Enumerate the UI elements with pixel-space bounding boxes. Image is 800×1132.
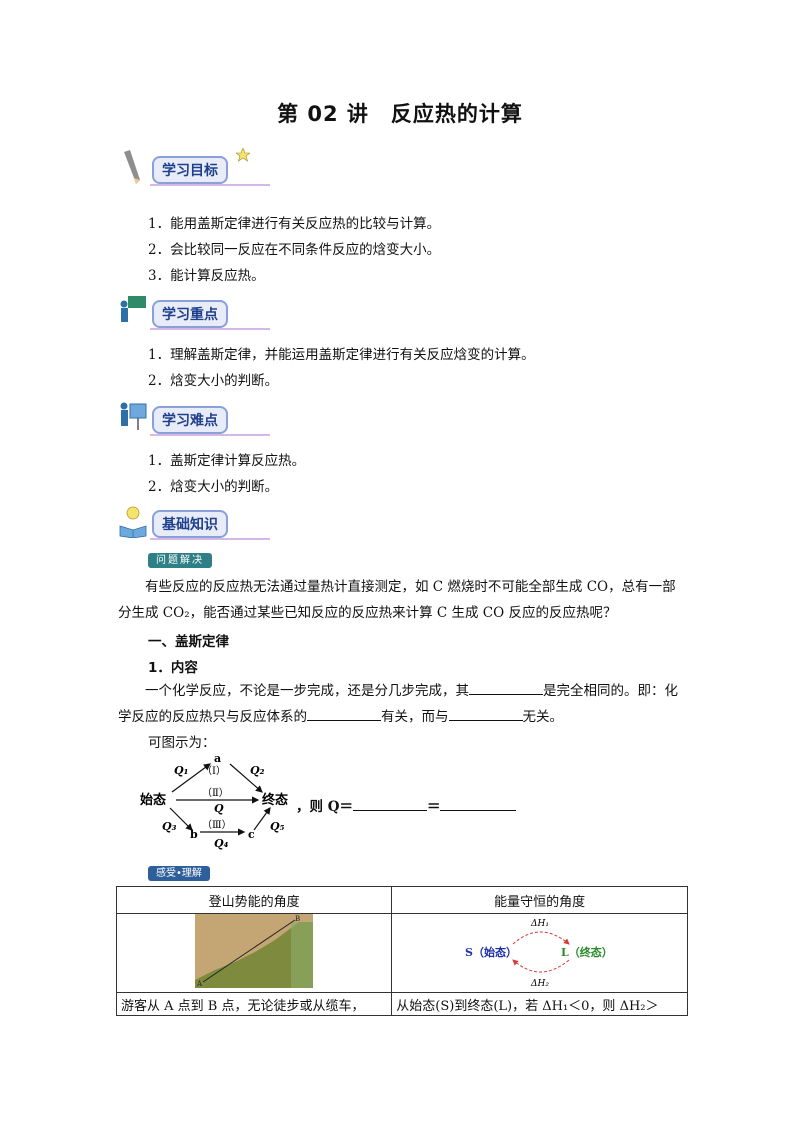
state-l-label: L（终态）: [561, 945, 613, 959]
label-q2: Q₂: [250, 764, 265, 777]
path-label-1: （Ⅰ）: [202, 765, 226, 777]
table-header-cell: 能量守恒的角度: [391, 886, 688, 914]
path-label-3: （Ⅲ）: [202, 819, 232, 831]
banner-label: 学习目标: [152, 156, 228, 184]
point-b-label: B: [295, 915, 300, 923]
arrow-start-to-b: [169, 807, 193, 831]
mountain-illustration: A B: [195, 914, 314, 988]
pencil-icon: [124, 150, 140, 184]
diagram-intro: 可图示为：: [148, 735, 216, 751]
key-point-item: 1．理解盖斯定律，并能运用盖斯定律进行有关反应焓变的计算。: [148, 347, 535, 363]
content-paragraph: 一个化学反应，不论是一步完成，还是分几步完成，其是完全相同的。即：化学反应的反应…: [118, 678, 683, 730]
label-q4: Q₄: [214, 837, 229, 850]
mountain-image-cell: A B: [115, 913, 393, 993]
objective-item: 3．能计算反应热。: [148, 268, 265, 284]
intro-paragraph: 有些反应的反应热无法通过量热计直接测定，如 C 燃烧时不可能全部生成 CO，总有…: [118, 579, 676, 621]
banner-underline: [150, 328, 270, 330]
banner-label: 学习难点: [152, 406, 228, 434]
node-c: c: [248, 828, 255, 841]
key-point-item: 2．焓变大小的判断。: [148, 373, 279, 389]
node-start: 始态: [140, 792, 166, 808]
banner-basics: 基础知识: [118, 502, 270, 542]
banner-label: 基础知识: [152, 510, 228, 538]
point-a-label: A: [196, 980, 203, 988]
teacher-board-icon: [120, 296, 146, 322]
path-label-2: （Ⅱ）: [202, 787, 229, 799]
tag-understand: 感受•理解: [148, 866, 210, 881]
comparison-table: 登山势能的角度 能量守恒的角度 A B S（始: [115, 886, 688, 1016]
arrow-a-to-end: [229, 763, 263, 793]
banner-objectives: 学习目标: [118, 148, 270, 188]
arc-dh1: [512, 931, 570, 945]
book-lightbulb-icon: [119, 506, 147, 538]
lecture-number: 第 02 讲: [277, 102, 369, 126]
hess-diagram: 始态 终态 a b c （Ⅰ） （Ⅱ） （Ⅲ） Q Q₁ Q₂ Q₃ Q₄ Q₅: [140, 752, 288, 850]
table-header-cell: 登山势能的角度: [115, 886, 393, 914]
content-text: 有关，而与: [381, 709, 449, 725]
arc-dh2: [511, 959, 569, 973]
difficulty-item: 1．盖斯定律计算反应热。: [148, 453, 306, 469]
state-s-label: S（始态）: [465, 945, 517, 959]
table-cell: 从始态(S)到终态(L)，若 ΔH₁＜0，则 ΔH₂＞: [391, 992, 688, 1016]
node-a: a: [214, 752, 221, 765]
node-b: b: [190, 828, 198, 841]
presenter-icon: [120, 402, 147, 430]
energy-cycle-cell: S（始态） L（终态） ΔH₁ ΔH₂: [391, 913, 688, 993]
hess-equation: ，则 Q＝ ＝: [296, 795, 517, 815]
label-q1: Q₁: [174, 764, 188, 777]
table-cell: 游客从 A 点到 B 点，无论徒步或从缆车，: [115, 992, 393, 1016]
content-text: 无关。: [522, 709, 564, 725]
section-heading: 一、盖斯定律: [148, 634, 229, 650]
objective-item: 1．能用盖斯定律进行有关反应热的比较与计算。: [148, 216, 441, 232]
arrow-start-to-a: [171, 763, 211, 793]
subsection-heading: 1．内容: [148, 660, 198, 676]
fill-blank[interactable]: [352, 796, 427, 811]
label-q: Q: [214, 802, 224, 815]
label-q3: Q₃: [162, 820, 177, 833]
fill-blank[interactable]: [448, 706, 523, 721]
label-q5: Q₅: [270, 820, 285, 833]
equation-text: ，则 Q＝: [296, 799, 353, 815]
objective-item: 2．会比较同一反应在不同条件反应的焓变大小。: [148, 242, 441, 258]
fill-blank[interactable]: [440, 796, 517, 811]
banner-underline: [150, 184, 270, 186]
dh2-label: ΔH₂: [530, 979, 549, 988]
banner-underline: [150, 538, 270, 540]
fill-blank[interactable]: [469, 680, 543, 695]
node-end: 终态: [262, 792, 288, 808]
tag-problem-solving: 问题解决: [148, 553, 212, 568]
content-text: 是完全相同的。即：化学反应的反应热只与反应体系的: [118, 683, 678, 725]
banner-key-points: 学习重点: [118, 292, 270, 332]
star-icon: [236, 148, 250, 162]
arrow-c-to-end: [253, 807, 271, 831]
difficulty-item: 2．焓变大小的判断。: [148, 479, 279, 495]
banner-difficulties: 学习难点: [118, 398, 270, 438]
equation-text: ＝: [426, 799, 441, 815]
page-title: 第 02 讲反应热的计算: [0, 98, 800, 128]
dh1-label: ΔH₁: [530, 919, 549, 929]
banner-underline: [150, 434, 270, 436]
lecture-topic: 反应热的计算: [390, 102, 523, 126]
fill-blank[interactable]: [307, 706, 381, 721]
content-text: 一个化学反应，不论是一步完成，还是分几步完成，其: [145, 683, 469, 699]
energy-cycle-diagram: S（始态） L（终态） ΔH₁ ΔH₂: [465, 919, 613, 989]
banner-label: 学习重点: [152, 300, 228, 328]
